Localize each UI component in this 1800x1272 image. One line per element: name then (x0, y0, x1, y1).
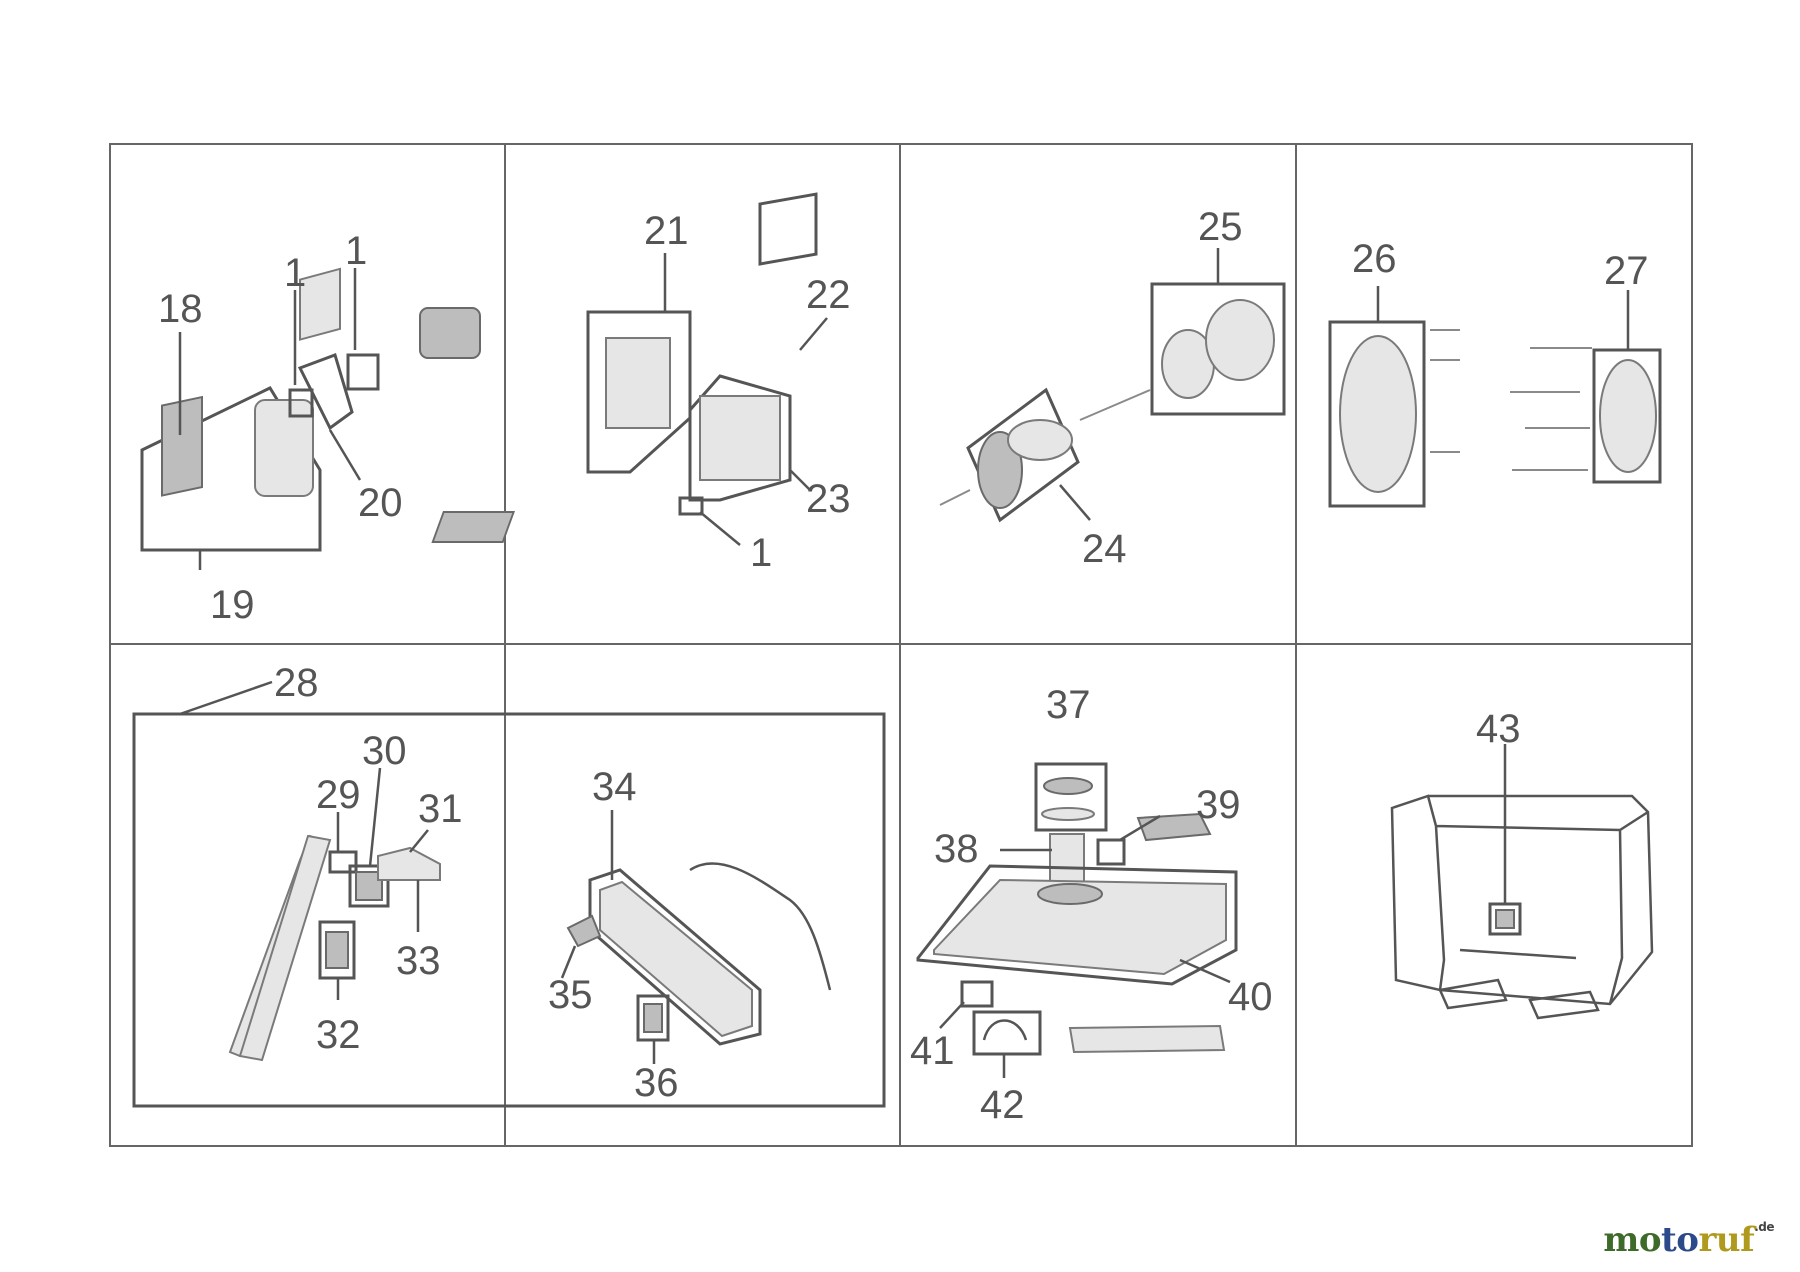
group-frame-20 (297, 353, 354, 431)
callout-20: 20 (358, 481, 403, 525)
callout-36: 36 (634, 1061, 679, 1105)
callout-32: 32 (316, 1013, 361, 1057)
switch (355, 871, 383, 901)
group-frame-23 (688, 374, 792, 502)
tank-cap (1043, 777, 1093, 795)
gasket-frame-1b (346, 353, 380, 391)
bracket-31 (377, 846, 441, 881)
gasket-frame-1a (288, 388, 314, 418)
callout-18: 18 (158, 287, 203, 331)
group-frame-1c (678, 496, 704, 516)
motoruf-logo[interactable]: motoruf.de (1603, 1220, 1774, 1260)
tank-strip (1068, 1024, 1226, 1054)
tube-frame (1390, 794, 1654, 1006)
cell-alternator (939, 248, 1286, 523)
fuel-gauge-frame (1096, 838, 1126, 866)
group-frame-21 (586, 310, 692, 474)
callout-26: 26 (1352, 237, 1397, 281)
rotor-core (1007, 419, 1073, 461)
callout-33: 33 (396, 939, 441, 983)
group-frame-28 (132, 712, 886, 1108)
callout-41: 41 (910, 1029, 955, 1073)
cell-fuel-tank (916, 762, 1238, 1078)
group-frame-19 (140, 386, 322, 552)
callout-34: 34 (592, 765, 637, 809)
callout-22: 22 (806, 273, 851, 317)
relay (643, 1003, 663, 1033)
control-box (699, 395, 781, 481)
filler-neck (1049, 833, 1085, 887)
filter-element (161, 395, 203, 497)
callout-31: 31 (418, 787, 463, 831)
cell-electrical (132, 680, 886, 1108)
group-frame-40 (916, 864, 1238, 986)
callout-25: 25 (1198, 205, 1243, 249)
callout-39: 39 (1196, 783, 1241, 827)
panel-plate (238, 834, 332, 1062)
group-frame-37 (1034, 762, 1108, 832)
fuel-hose (982, 1019, 1028, 1041)
filter-housing (299, 267, 341, 341)
callout-23: 23 (806, 477, 851, 521)
callout-35: 35 (548, 973, 593, 1017)
callout-42: 42 (980, 1083, 1025, 1127)
frame-rail-left (1438, 978, 1508, 1010)
carburetor (419, 307, 481, 359)
callout-1c: 1 (750, 531, 772, 575)
filter-cover (254, 399, 314, 497)
group-frame-42 (972, 1010, 1042, 1056)
callout-1b: 1 (345, 229, 367, 273)
diagram-grid (109, 143, 1693, 1147)
frame-rail-right (1528, 990, 1600, 1020)
callout-labels: 18 1 1 20 19 21 22 23 1 25 24 26 27 28 2… (158, 205, 1649, 1127)
cell-air-filter (140, 267, 481, 570)
stator-housing (1205, 299, 1275, 381)
callout-28: 28 (274, 661, 319, 705)
callout-37: 37 (1046, 683, 1091, 727)
group-frame-22 (758, 192, 818, 266)
callout-40: 40 (1228, 975, 1273, 1019)
label-39 (1136, 812, 1212, 842)
callout-1a: 1 (284, 251, 306, 295)
cell-end-cover (1328, 286, 1662, 508)
bracket-35 (566, 914, 602, 948)
circuit-board (431, 511, 516, 543)
fuel-tank (933, 878, 1227, 976)
group-frame-41 (960, 980, 994, 1008)
end-bell (1339, 335, 1417, 493)
rotor-fan (977, 431, 1023, 509)
tank-seal (1041, 807, 1095, 821)
rubber-mount (1495, 909, 1515, 929)
control-panel-housing (605, 337, 671, 429)
callout-24: 24 (1082, 527, 1127, 571)
callout-30: 30 (362, 729, 407, 773)
tank-filler-hole (1037, 883, 1103, 905)
callout-19: 19 (210, 583, 255, 627)
group-frame-29 (328, 850, 358, 874)
callout-29: 29 (316, 773, 361, 817)
callout-43: 43 (1476, 707, 1521, 751)
callout-38: 38 (934, 827, 979, 871)
cell-control-box (431, 192, 828, 546)
wiring-harness (689, 862, 832, 991)
end-cover-plate (1599, 359, 1657, 473)
callout-21: 21 (644, 209, 689, 253)
cell-frame (1390, 744, 1654, 1020)
socket (325, 931, 349, 969)
callout-27: 27 (1604, 249, 1649, 293)
group-frame-30 (348, 864, 390, 908)
battery-box (599, 880, 753, 1038)
